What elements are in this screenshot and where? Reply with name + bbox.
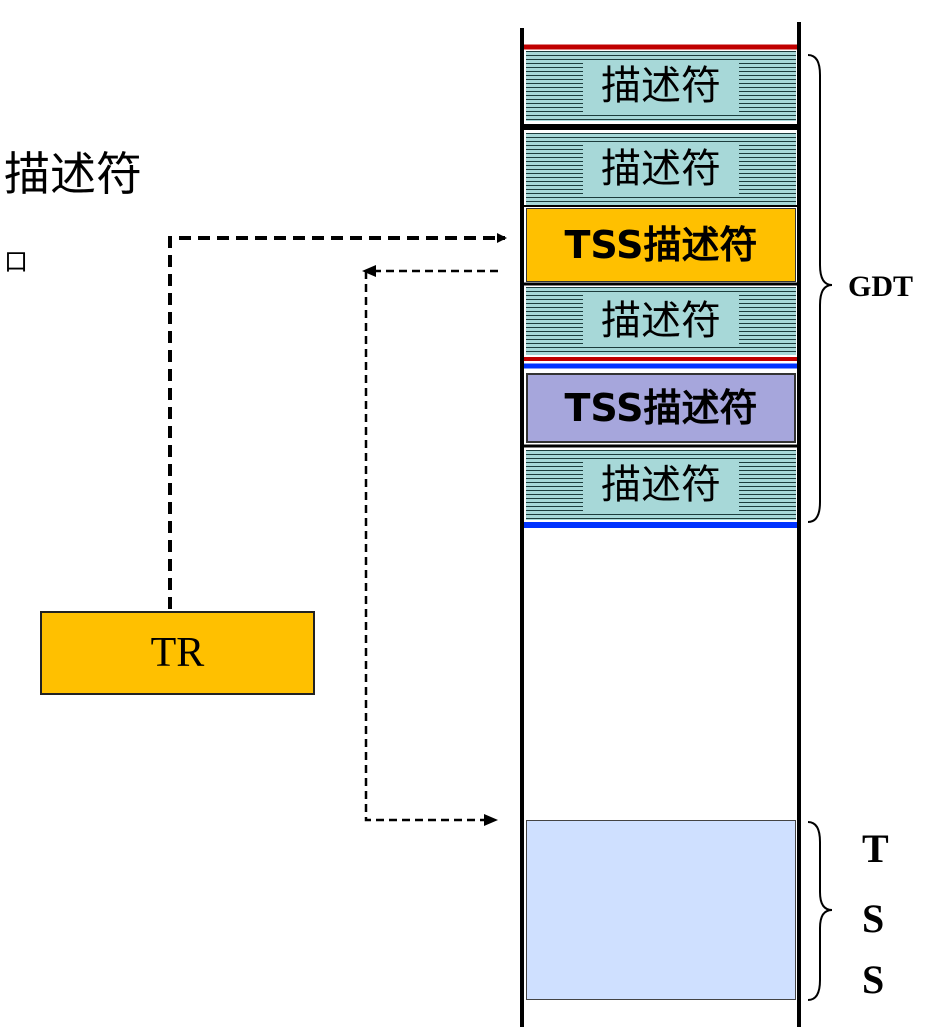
title-fragment: 描述符 (4, 147, 142, 201)
small-text-fragment: 口 (4, 248, 28, 276)
gdt-brace (807, 54, 833, 523)
tr-to-tss-descriptor-arrow (168, 233, 507, 609)
descriptor-to-tss-line (364, 271, 486, 822)
gdt-entry-2: 描述符 (526, 133, 796, 205)
gdt-tss-other-label: TSS描述符 (564, 386, 758, 430)
gdt-entry-1: 描述符 (526, 51, 796, 121)
gdt-tss-descriptor-other: TSS描述符 (526, 373, 796, 443)
gdt-label: GDT (848, 270, 914, 303)
gdt-entry-1-label: 描述符 (583, 60, 739, 112)
descriptor-to-tss-arrowhead (484, 814, 498, 826)
gdt-tss-active-label: TSS描述符 (564, 223, 758, 267)
tss-letter-3: S (862, 957, 885, 1002)
tss-brace (807, 821, 833, 1001)
gdt-entry-6: 描述符 (526, 450, 796, 520)
gdt-entry-6-label: 描述符 (583, 459, 739, 511)
descriptor-return-arrowhead (362, 265, 376, 277)
tss-letter-2: S (862, 896, 885, 941)
gdt-tss-descriptor-active: TSS描述符 (526, 208, 796, 282)
gdt-entry-4-label: 描述符 (583, 295, 739, 347)
tr-label: TR (150, 630, 205, 676)
tss-letter-1: T (862, 826, 889, 871)
gdt-entry-4: 描述符 (526, 287, 796, 355)
tr-register: TR (40, 611, 315, 695)
tss-memory-block (526, 820, 796, 1000)
gdt-entry-2-label: 描述符 (583, 143, 739, 195)
